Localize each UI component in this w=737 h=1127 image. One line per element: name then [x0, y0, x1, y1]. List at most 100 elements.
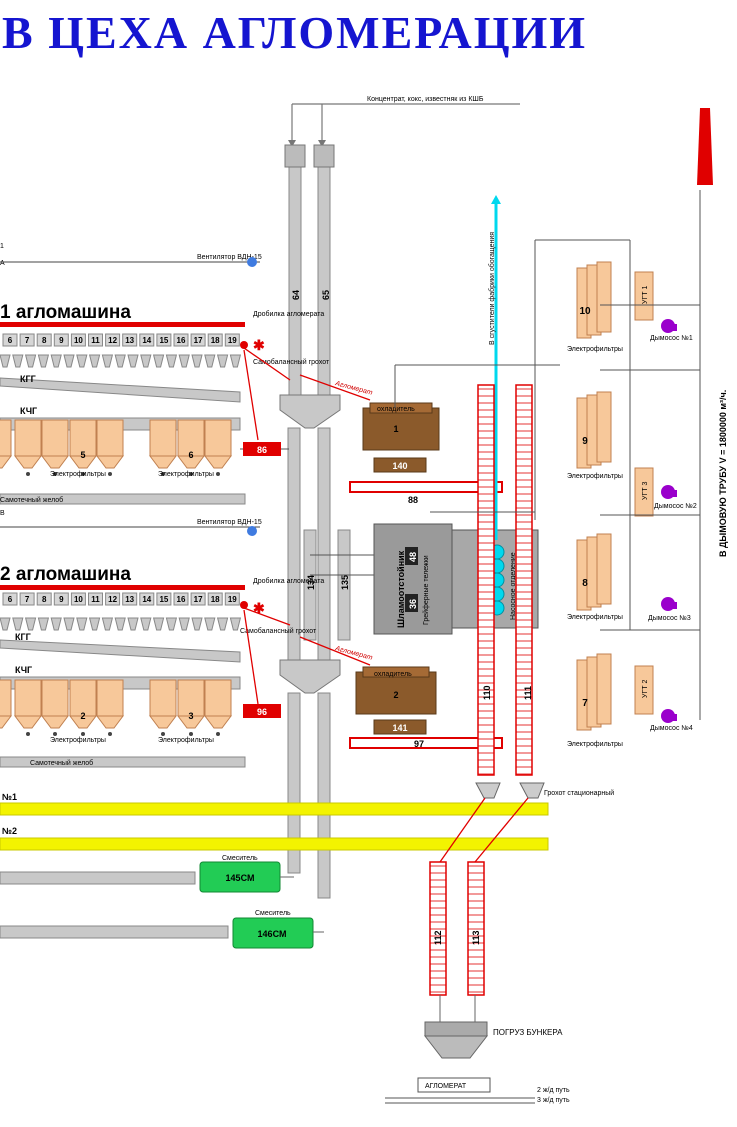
slot-box [88, 333, 103, 347]
slot-label: 17 [194, 595, 203, 604]
svg-text:5: 5 [80, 450, 85, 460]
upper-hopper [279, 394, 341, 429]
slot-box [122, 333, 138, 347]
slot-label: 19 [228, 595, 237, 604]
svg-text:КЧГ: КЧГ [15, 665, 32, 675]
conveyor-no2 [0, 837, 549, 851]
slot-box [2, 592, 18, 606]
slot-box [105, 333, 121, 347]
slot-box [88, 592, 103, 606]
svg-text:Насосное отделение: Насосное отделение [510, 552, 517, 620]
svg-text:Дымосос №4: Дымосос №4 [650, 725, 693, 732]
svg-text:КГГ: КГГ [15, 632, 31, 642]
slot-box [207, 333, 223, 347]
slot-box [105, 592, 121, 606]
svg-text:В сгустители фабрики обогащени: В сгустители фабрики обогащения [488, 232, 496, 345]
svg-text:111: 111 [523, 686, 533, 700]
exhausters [661, 319, 677, 723]
slot-label: 16 [177, 336, 186, 345]
sludge-tank [373, 523, 453, 635]
svg-text:141: 141 [392, 723, 407, 733]
slot-box [19, 333, 35, 347]
slot-label: 8 [42, 336, 47, 345]
svg-text:48: 48 [408, 552, 418, 562]
agglomerat-wagon [417, 1077, 491, 1093]
svg-text:2: 2 [80, 711, 85, 721]
svg-text:УГТ 2: УГТ 2 [642, 680, 649, 698]
fan-2-icon [247, 526, 257, 536]
chimney [697, 108, 713, 185]
conveyor-88 [349, 481, 503, 493]
elevator-113 [467, 861, 485, 996]
conveyor-97 [349, 737, 503, 749]
slot-label: 14 [142, 336, 151, 345]
slot-label: 10 [74, 336, 83, 345]
slot-label: 19 [228, 336, 237, 345]
slot-box [53, 333, 69, 347]
svg-text:Дымосос №3: Дымосос №3 [648, 615, 691, 622]
svg-text:Электрофильтры: Электрофильтры [567, 473, 623, 480]
slot-label: 13 [125, 595, 134, 604]
svg-text:Электрофильтры: Электрофильтры [50, 471, 106, 478]
kchg-1-label: КЧГ [20, 406, 37, 416]
slot-box [224, 592, 240, 606]
machine-2-title: 2 агломашина [0, 564, 131, 585]
svg-text:140: 140 [392, 461, 407, 471]
svg-text:УГТ 3: УГТ 3 [642, 482, 649, 500]
right-filter-num: 8 [582, 578, 588, 589]
slot-box [173, 333, 189, 347]
svg-text:2: 2 [393, 690, 398, 700]
elevator-64-label: 64 [291, 290, 301, 300]
svg-text:Смеситель: Смеситель [255, 910, 291, 917]
slot-box [2, 333, 18, 347]
machine-1-hoods [0, 354, 242, 368]
slot-box [224, 333, 240, 347]
conveyor-134 [303, 529, 317, 641]
slot-box [139, 592, 155, 606]
slot-label: 18 [211, 336, 220, 345]
svg-text:3: 3 [188, 711, 193, 721]
drum-96 [243, 704, 281, 718]
elevator-112 [429, 861, 447, 996]
svg-text:Самобалансный грохот: Самобалансный грохот [240, 627, 317, 635]
slot-label: 8 [42, 595, 47, 604]
svg-text:134: 134 [306, 575, 316, 590]
machine-1-electrofilters [0, 419, 232, 476]
svg-text:Дымосос №2: Дымосос №2 [654, 503, 697, 510]
svg-text:Шламоотстойник: Шламоотстойник [396, 550, 406, 628]
svg-text:36: 36 [408, 599, 418, 609]
svg-text:охладитель: охладитель [374, 671, 412, 678]
slot-box [173, 592, 189, 606]
machine-1-title: 1 агломашина [0, 302, 131, 323]
svg-text:№2: №2 [2, 826, 17, 836]
svg-text:охладитель: охладитель [377, 406, 415, 413]
slot-box [190, 592, 206, 606]
svg-text:97: 97 [414, 739, 424, 749]
svg-text:113: 113 [471, 930, 481, 945]
cooler-1 [362, 407, 440, 451]
slot-label: 15 [159, 336, 168, 345]
lower-hopper [279, 659, 341, 694]
svg-text:88: 88 [408, 495, 418, 505]
svg-text:135: 135 [340, 575, 350, 590]
slot-box [156, 333, 172, 347]
slot-label: 12 [108, 595, 117, 604]
top-feed-label: Концентрат, кокс, известняк из КШБ [367, 96, 484, 103]
svg-text:3 ж/д путь: 3 ж/д путь [537, 1097, 570, 1104]
svg-text:Смеситель: Смеситель [222, 855, 258, 862]
svg-text:96: 96 [257, 707, 267, 717]
slot-label: 11 [91, 595, 100, 604]
svg-text:АГЛОМЕРАТ: АГЛОМЕРАТ [425, 1083, 467, 1090]
slot-label: 9 [59, 336, 64, 345]
kgg-1-label: КГГ [20, 374, 36, 384]
svg-text:Дымосос №1: Дымосос №1 [650, 335, 693, 342]
slot-box [36, 592, 52, 606]
slot-box [53, 592, 69, 606]
svg-text:ПОГРУЗ БУНКЕРА: ПОГРУЗ БУНКЕРА [493, 1028, 563, 1037]
conveyor-135 [337, 529, 351, 641]
slot-label: 10 [74, 595, 83, 604]
slot-box [19, 592, 35, 606]
